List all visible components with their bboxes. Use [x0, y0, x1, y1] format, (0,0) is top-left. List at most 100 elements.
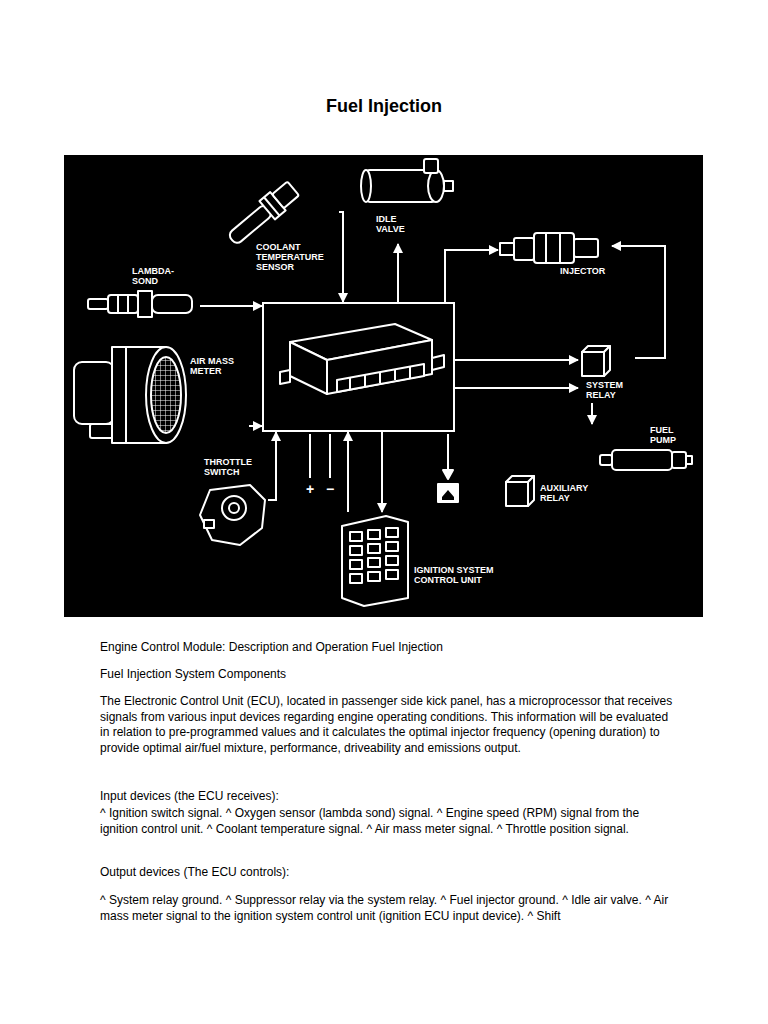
list-heading: Output devices (The ECU controls):: [100, 865, 690, 881]
idle-valve-drawing: [366, 170, 436, 202]
ecu-drawing: [364, 375, 366, 386]
air-mass-meter: AIR MASS METER: [66, 338, 249, 442]
component-label: FUEL PUMP: [650, 425, 686, 445]
system-relay: SYSTEM RELAY: [578, 343, 635, 403]
lambda-sond-drawing: [138, 291, 152, 317]
lambda-sond-drawing: [88, 291, 192, 317]
lambda-sond-drawing: [108, 295, 138, 313]
ground-symbol: [438, 434, 458, 502]
coolant-sensor-drawing: [224, 179, 301, 249]
throttle-switch-drawing: [200, 485, 265, 545]
fuel-pump-drawing: [600, 455, 612, 465]
list-heading: Input devices (the ECU receives):: [100, 789, 690, 805]
idle-valve-drawing: [428, 170, 444, 202]
auxiliary-relay-drawing: [506, 482, 528, 506]
throttle-switch-drawing: [200, 485, 265, 545]
injector-drawing: [514, 238, 534, 260]
ecu-drawing: [280, 324, 444, 394]
signal-arrow: [612, 246, 665, 358]
ignition-unit-drawing: [386, 542, 398, 551]
ecu-drawing: [409, 367, 411, 378]
injector-drawing: [574, 239, 598, 257]
component-label: INJECTOR: [560, 266, 605, 276]
ignition-system-control-unit: IGNITION SYSTEM CONTROL UNIT: [338, 512, 512, 608]
air-mass-meter-drawing: [90, 424, 114, 438]
ignition-unit-drawing: [368, 572, 380, 581]
auxiliary-relay: AUXILIARY RELAY: [503, 475, 605, 508]
signal-arrow: [455, 359, 578, 361]
injector-drawing: [500, 233, 598, 263]
signal-arrow: [268, 432, 276, 500]
coolant-sensor-drawing: [272, 182, 299, 209]
ignition-unit-drawing: [368, 558, 380, 567]
signal-arrow: [397, 244, 399, 302]
ground-symbol: [447, 434, 449, 472]
section-heading: Engine Control Module: Description and O…: [100, 640, 690, 656]
ignition-unit-drawing: [350, 532, 362, 541]
signal-arrow: [455, 387, 578, 389]
subheading: Fuel Injection System Components: [100, 667, 690, 683]
ground-symbol: [438, 484, 458, 502]
system-relay-drawing: [604, 346, 610, 376]
component-label: SYSTEM RELAY: [586, 380, 632, 400]
component-label: AUXILIARY RELAY: [540, 483, 602, 503]
ignition-unit-drawing: [350, 574, 362, 583]
component-label: THROTTLE SWITCH: [204, 457, 264, 477]
ecu-drawing: [394, 369, 396, 380]
air-mass-meter-drawing: [125, 347, 127, 443]
ignition-unit-drawing: [350, 560, 362, 569]
auxiliary-relay-drawing: [528, 476, 534, 506]
signal-list: ^ System relay ground. ^ Suppressor rela…: [100, 893, 678, 924]
signal-arrow: [339, 212, 343, 302]
ecu-drawing: [280, 370, 290, 384]
signal-arrow: [591, 403, 593, 424]
injector-drawing: [534, 233, 574, 263]
fuel-pump-drawing: [686, 456, 692, 464]
injector-drawing: [559, 233, 561, 263]
component-label: AIR MASS METER: [190, 356, 246, 376]
component-label: IDLE VALVE: [376, 214, 418, 234]
component-label: IGNITION SYSTEM CONTROL UNIT: [414, 565, 509, 585]
ecu-drawing: [290, 342, 327, 394]
signal-list: ^ Ignition switch signal. ^ Oxygen senso…: [100, 806, 678, 837]
supply-wires: [309, 434, 311, 478]
supply-wires: [310, 434, 330, 478]
body-paragraph: The Electronic Control Unit (ECU), locat…: [100, 694, 678, 757]
fuel-pump-drawing: [672, 452, 686, 468]
ecu-drawing: [432, 355, 444, 370]
throttle-switch-drawing: [229, 503, 239, 513]
ignition-unit-drawing: [342, 516, 408, 606]
air-mass-meter-drawing: [74, 362, 114, 424]
fuel-pump-drawing: [600, 450, 692, 470]
ground-symbol: [443, 470, 453, 479]
lambda-sond-drawing: [88, 299, 108, 309]
lambda-sond-drawing: [152, 295, 192, 313]
ground-symbol: [442, 490, 454, 500]
signal-arrow: [445, 250, 498, 302]
polarity-sign: −: [326, 482, 334, 496]
fuel-pump: FUEL PUMP: [588, 424, 695, 475]
throttle-switch: THROTTLE SWITCH: [198, 455, 268, 548]
idle-valve-drawing: [361, 159, 453, 202]
coolant-temperature-sensor: COOLANT TEMPERATURE SENSOR: [222, 180, 339, 278]
component-drawings: [74, 159, 692, 606]
ignition-unit-drawing: [386, 570, 398, 579]
throttle-switch-drawing: [204, 520, 214, 528]
air-mass-meter-drawing: [146, 347, 186, 443]
ecu-drawing: [349, 378, 351, 389]
coolant-sensor-drawing: [264, 197, 279, 215]
component-label: LAMBDA- SOND: [132, 266, 182, 286]
ignition-unit-drawing: [350, 546, 362, 555]
idle-valve: IDLE VALVE: [360, 158, 455, 244]
signal-arrow: [200, 305, 262, 307]
idle-valve-drawing: [361, 170, 371, 202]
lambda-sond-drawing: [127, 295, 129, 313]
ecu-box: [262, 302, 455, 432]
injector-drawing: [545, 233, 547, 263]
auxiliary-relay-drawing: [506, 476, 534, 506]
ignition-unit-drawing: [368, 544, 380, 553]
system-relay-drawing: [582, 346, 610, 376]
supply-wires: [329, 434, 331, 478]
